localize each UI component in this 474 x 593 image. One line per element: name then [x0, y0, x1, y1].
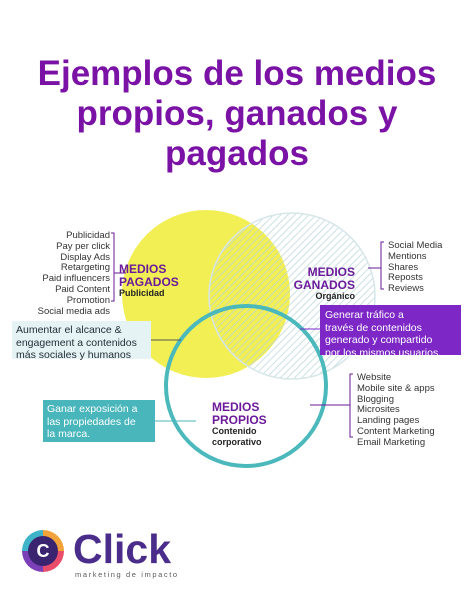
logo-word: Click	[73, 526, 171, 572]
list-item: Blogging	[357, 393, 394, 405]
list-item: Mobile site & apps	[357, 382, 435, 394]
pagados-sub: Publicidad	[119, 288, 165, 298]
list-item: Retargeting	[60, 262, 110, 274]
list-item: Publicidad	[66, 230, 110, 241]
propios-list: Website Mobile site & apps Blogging Micr…	[357, 372, 435, 449]
ganados-name-line-1: MEDIOS	[307, 265, 355, 279]
pagados-bracket	[111, 232, 115, 302]
list-item: Microsites	[357, 404, 400, 416]
pagados-list: Publicidad Pay per click Display Ads Ret…	[37, 230, 110, 317]
click-logo: C Click marketing de impacto	[18, 526, 218, 581]
title-line-1: Ejemplos de los medios	[37, 54, 437, 93]
list-item: Paid influencers	[42, 273, 110, 285]
list-item: Landing pages	[357, 415, 420, 427]
box-line: generado y compartido	[325, 334, 433, 346]
page-title: Ejemplos de los medios propios, ganados …	[0, 54, 474, 174]
svg-text:C: C	[37, 541, 50, 561]
exposicion-box: Ganar exposición a las propiedades de la…	[43, 400, 155, 442]
list-item: Paid Content	[55, 283, 110, 295]
box-line: más sociales y humanos	[16, 349, 131, 361]
ganados-label: MEDIOS GANADOS Orgánico	[294, 266, 355, 302]
propios-name-line-2: PROPIOS	[212, 412, 267, 427]
propios-circle	[164, 304, 328, 468]
list-item: Pay per click	[56, 240, 110, 252]
list-item: Website	[357, 372, 392, 383]
propios-sub-line-2: corporativo	[212, 437, 262, 447]
ganados-sub: Orgánico	[315, 291, 355, 301]
box-line: las propiedades de	[47, 415, 136, 428]
title-line-3: pagados	[165, 134, 309, 173]
list-item: Display Ads	[60, 251, 110, 263]
logo-tagline: marketing de impacto	[75, 570, 179, 579]
box-line: través de contenidos	[325, 321, 422, 334]
box-line: Generar tráfico a	[325, 309, 404, 321]
box-line: Aumentar el alcance &	[16, 324, 122, 336]
list-item: Shares	[388, 261, 419, 273]
ganados-name-line-2: GANADOS	[293, 277, 355, 292]
propios-name-line-1: MEDIOS	[212, 400, 260, 414]
box-line: la marca.	[47, 428, 91, 440]
list-item: Email Marketing	[357, 436, 426, 448]
pagados-name-line-2: PAGADOS	[119, 274, 179, 289]
pagados-label: MEDIOS PAGADOS Publicidad	[119, 263, 179, 299]
list-item: Content Marketing	[357, 425, 435, 437]
propios-label: MEDIOS PROPIOS Contenido corporativo	[212, 401, 267, 448]
list-item: Social Media	[388, 240, 443, 251]
propios-sub-line-1: Contenido	[212, 426, 257, 436]
list-item: Reposts	[388, 272, 423, 284]
ganados-list: Social Media Mentions Shares Reposts Rev…	[388, 240, 443, 295]
ganados-circle-outline	[208, 212, 376, 380]
click-logo-icon: C	[22, 530, 64, 572]
list-item: Social media ads	[37, 305, 110, 317]
alcance-box: Aumentar el alcance & engagement a conte…	[12, 321, 151, 361]
box-line: Ganar exposición a	[47, 403, 138, 415]
list-item: Reviews	[388, 283, 424, 295]
ganados-bracket	[380, 241, 384, 290]
trafico-box: Generar tráfico a través de contenidos g…	[320, 305, 461, 359]
title-line-2: propios, ganados y	[76, 94, 398, 133]
box-line: por los mismos usuarios.	[325, 346, 442, 359]
list-item: Promotion	[66, 294, 110, 306]
pagados-name-line-1: MEDIOS	[119, 262, 167, 276]
propios-bracket	[349, 373, 353, 438]
list-item: Mentions	[388, 250, 427, 262]
box-line: engagement a contenidos	[16, 336, 137, 349]
